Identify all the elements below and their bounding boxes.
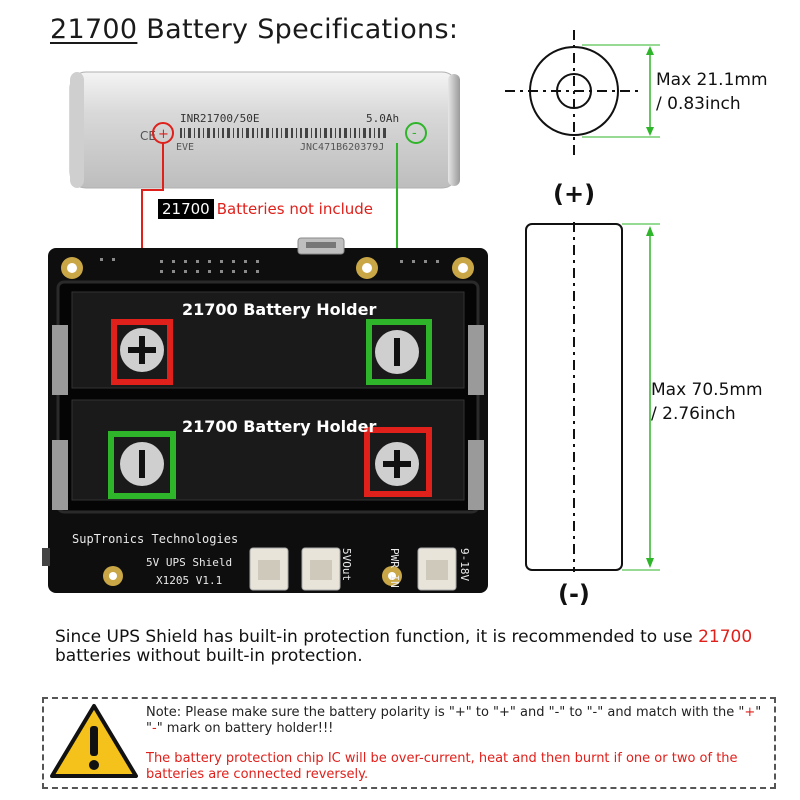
diameter-inch: / 0.83inch bbox=[656, 94, 741, 114]
ups-shield-board bbox=[42, 237, 488, 593]
jst-connectors bbox=[249, 547, 457, 591]
cell-barcode bbox=[180, 128, 386, 138]
diameter-diagram bbox=[505, 30, 660, 155]
holder1-minus-contact bbox=[394, 338, 400, 366]
cell-brand: EVE bbox=[176, 142, 194, 153]
note-line-b: " mark on battery holder!!! bbox=[156, 721, 334, 736]
cell-plus-mark: + bbox=[158, 127, 169, 142]
board-5vout-label: 5VOut bbox=[340, 548, 353, 582]
cell-label-tag: 21700 bbox=[158, 199, 214, 219]
length-mm: Max 70.5mm bbox=[651, 380, 763, 400]
cell-minus-circle bbox=[405, 122, 427, 144]
page-title: 21700 Battery Specifications: bbox=[50, 14, 458, 45]
cell-cert-mark: CE bbox=[140, 129, 156, 143]
note-mid: " " bbox=[146, 705, 762, 736]
holder1-minus-box bbox=[366, 319, 432, 385]
board-version: X1205 V1.1 bbox=[156, 574, 223, 587]
holder1-plus-contact bbox=[128, 336, 156, 364]
board-brand: SupTronics Technologies bbox=[72, 532, 239, 546]
cell-label-text: Batteries not include bbox=[216, 200, 374, 218]
title-text: Battery Specifications: bbox=[137, 14, 459, 45]
note-line-a: Note: Please make sure the battery polar… bbox=[146, 705, 745, 720]
description-highlight: 21700 bbox=[698, 627, 753, 647]
holder-label-bottom: 21700 Battery Holder bbox=[182, 417, 377, 436]
cell-serial: JNC471B620379J bbox=[300, 142, 384, 153]
description-part1: Since UPS Shield has built-in protection… bbox=[55, 627, 699, 647]
holder-label-top: 21700 Battery Holder bbox=[182, 300, 377, 319]
length-diagram bbox=[525, 222, 660, 572]
holder2-minus-box bbox=[108, 431, 176, 499]
battery-cell: INR21700/50E 5.0Ah EVE JNC471B620379J CE bbox=[69, 71, 460, 189]
note-text: Note: Please make sure the battery polar… bbox=[146, 705, 766, 783]
description-part2: batteries without built-in protection. bbox=[55, 646, 363, 666]
cell-model: INR21700/50E bbox=[180, 112, 259, 125]
diameter-label: Max 21.1mm / 0.83inch bbox=[656, 68, 768, 116]
cell-capacity: 5.0Ah bbox=[366, 112, 399, 125]
note-warning: The battery protection chip IC will be o… bbox=[146, 751, 738, 782]
description-text: Since UPS Shield has built-in protection… bbox=[55, 628, 775, 666]
diameter-mm: Max 21.1mm bbox=[656, 70, 768, 90]
positive-terminal-symbol: (+) bbox=[553, 180, 596, 208]
board-voltage-label: 9-18V bbox=[458, 548, 471, 582]
holder2-minus-contact bbox=[139, 450, 145, 478]
title-number: 21700 bbox=[50, 14, 138, 45]
note-box bbox=[42, 697, 776, 789]
holder1-plus-box bbox=[111, 319, 173, 385]
board-product-name: 5V UPS Shield bbox=[146, 556, 233, 569]
warning-icon bbox=[50, 704, 138, 778]
length-label: Max 70.5mm / 2.76inch bbox=[651, 378, 763, 426]
length-inch: / 2.76inch bbox=[651, 404, 736, 424]
note-plus: + bbox=[744, 705, 756, 720]
holder2-plus-contact bbox=[383, 450, 411, 478]
negative-terminal-symbol: (-) bbox=[558, 580, 590, 608]
note-minus: - bbox=[151, 721, 157, 736]
holder2-plus-box bbox=[364, 427, 432, 497]
board-pwr-label: PWR IN bbox=[388, 548, 401, 588]
cell-minus-mark: - bbox=[412, 126, 417, 141]
